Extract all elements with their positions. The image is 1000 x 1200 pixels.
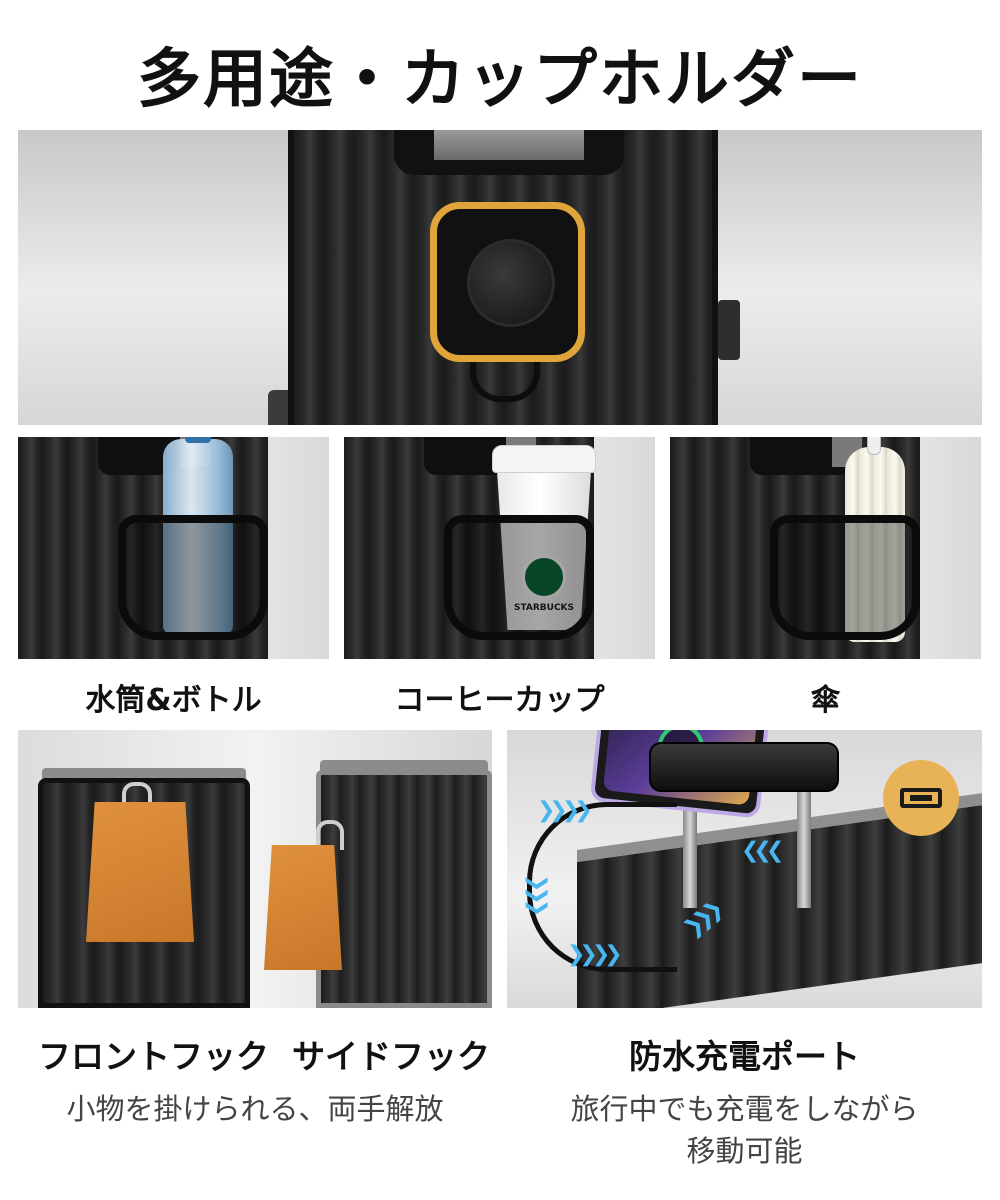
charging-description-line2: 移動可能 bbox=[686, 1134, 803, 1168]
hanging-bag-side bbox=[264, 845, 342, 970]
charging-label: 防水充電ポート bbox=[629, 1037, 860, 1076]
charge-arrow-icon: ❯❯❯ bbox=[525, 873, 551, 912]
cupholder-knob bbox=[467, 239, 555, 327]
side-hook bbox=[316, 820, 344, 850]
side-hook-label: サイドフック bbox=[292, 1037, 490, 1076]
handle-bar bbox=[434, 130, 584, 160]
cupholder-pull-tab bbox=[470, 362, 540, 402]
charging-description-line1: 旅行中でも充電をしながら bbox=[570, 1092, 919, 1126]
cupholder bbox=[770, 515, 920, 640]
charge-arrow-icon: ❯❯❯❯ bbox=[567, 942, 623, 967]
cup-logo-icon bbox=[522, 555, 566, 599]
use-bottle-photo bbox=[18, 437, 329, 659]
suitcase-side bbox=[316, 770, 492, 1008]
front-hook-label: フロントフック bbox=[38, 1037, 269, 1076]
use-label-umbrella: 傘 bbox=[810, 683, 841, 718]
cupholder bbox=[444, 515, 594, 640]
use-label-bottle: 水筒&ボトル bbox=[85, 683, 262, 718]
handle-pole bbox=[683, 788, 697, 908]
hero-cupholder-closeup bbox=[18, 130, 982, 425]
handle-slot bbox=[750, 437, 862, 475]
usb-port-badge bbox=[883, 760, 959, 836]
hooks-photo bbox=[18, 730, 492, 1008]
use-coffee-photo: STARBUCKS bbox=[344, 437, 655, 659]
suitcase-top bbox=[288, 130, 718, 425]
charging-cable bbox=[527, 802, 677, 972]
handle-pole bbox=[797, 788, 811, 908]
charge-arrow-icon: ❯❯❯ bbox=[747, 840, 785, 865]
cup-brand-text: STARBUCKS bbox=[513, 603, 575, 613]
folded-cupholder-highlight bbox=[430, 202, 585, 362]
hanging-bag-front bbox=[86, 802, 194, 942]
coffee-cup-lid bbox=[492, 445, 596, 473]
use-umbrella-photo bbox=[670, 437, 981, 659]
front-hook bbox=[122, 782, 152, 806]
cupholder bbox=[118, 515, 268, 640]
side-latch bbox=[718, 300, 740, 360]
hooks-description: 小物を掛けられる、両手解放 bbox=[66, 1092, 444, 1126]
page-title: 多用途・カップホルダー bbox=[137, 43, 863, 117]
water-bottle bbox=[163, 437, 233, 634]
telescopic-handle bbox=[649, 742, 839, 792]
use-label-coffee: コーヒーカップ bbox=[394, 683, 605, 718]
charging-photo: ❯❯❯❯ ❯❯❯ ❯❯❯❯ ❯❯❯ ❯❯❯ bbox=[507, 730, 982, 1008]
usb-port-icon bbox=[900, 788, 942, 808]
charge-arrow-icon: ❯❯❯❯ bbox=[537, 798, 593, 823]
handle-slot bbox=[394, 130, 624, 175]
